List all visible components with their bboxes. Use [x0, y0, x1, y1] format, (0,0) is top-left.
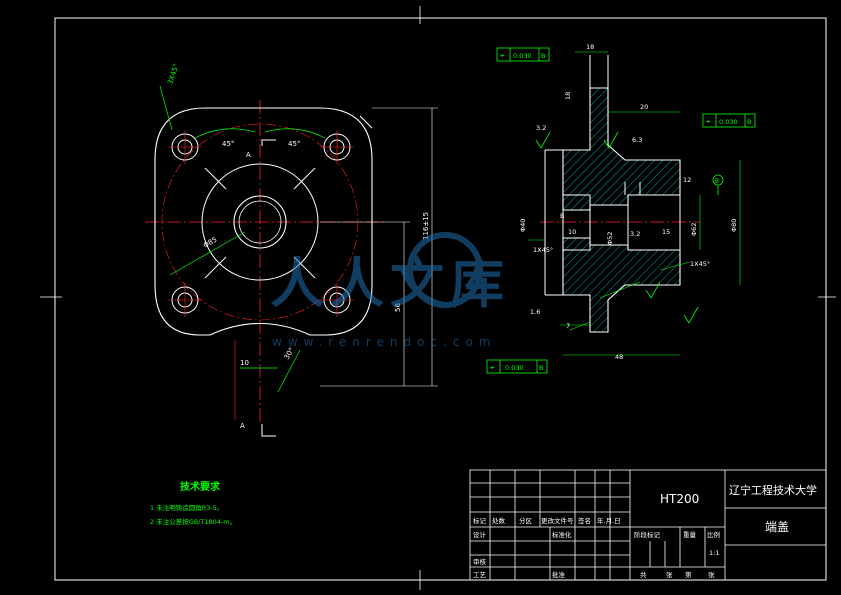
label-sign: 签名	[578, 516, 591, 525]
material: HT200	[660, 492, 699, 506]
label-zone: 分区	[519, 516, 533, 525]
label-doc-no: 更改文件号	[541, 516, 574, 525]
watermark-text: 人人文库	[270, 252, 510, 315]
label-mark: 标记	[473, 516, 487, 525]
label-weight: 重量	[683, 531, 697, 539]
dim-18: 18	[586, 43, 594, 51]
label-page: 第	[685, 570, 692, 579]
label-std: 标准化	[552, 530, 572, 539]
tech-req-item-1: 1 未注明铸造圆角R3-5。	[150, 503, 223, 512]
tol-bottom-letter: B	[539, 364, 543, 372]
dim-15: 15	[662, 228, 670, 236]
dim-phi40: Φ40	[519, 219, 527, 232]
tol-right-sym: ⌖	[706, 117, 711, 126]
centering-marks	[40, 6, 836, 590]
tol-bottom-value: 0.030	[505, 364, 524, 372]
section-view	[486, 47, 756, 374]
front-view	[145, 85, 438, 437]
height-center-label: 56	[394, 303, 402, 312]
section-mark-top: A	[246, 151, 251, 159]
tech-req-title: 技术要求	[180, 480, 221, 493]
section-mark-bottom: A	[240, 422, 245, 430]
width-bottom-label: 10	[240, 359, 249, 367]
watermark-url: www.renrendoc.com	[272, 335, 496, 349]
label-review: 审核	[473, 557, 487, 566]
label-date: 年.月.日	[597, 516, 621, 525]
dim-phi52: Φ52	[606, 232, 614, 245]
label-design: 设计	[473, 530, 487, 539]
title-block	[469, 469, 827, 581]
dim-7: 7	[566, 322, 570, 330]
tol-top-sym: ⌖	[500, 51, 505, 60]
angle-right-label: 45°	[288, 140, 300, 148]
school-name: 辽宁工程技术大学	[729, 483, 817, 497]
rough-2: 6.3	[632, 136, 642, 144]
dim-18b: 18	[564, 92, 572, 100]
rough-3: 1.6	[530, 308, 540, 316]
chamfer-label: 3X45°	[166, 63, 180, 86]
dim-phi80: Φ80	[730, 219, 738, 232]
tol-right-letter: B	[747, 118, 751, 126]
label-process: 工艺	[473, 571, 487, 579]
dim-10: 10	[568, 228, 576, 236]
chamfer-right: 1X45°	[690, 260, 710, 268]
dim-12: 12	[683, 176, 691, 184]
chamfer-left: 1X45°	[533, 246, 553, 254]
height-total-label: 116±15	[422, 212, 430, 240]
label-sheet-2: 张	[708, 570, 715, 579]
tol-right-value: 0.030	[719, 118, 738, 126]
label-stage: 阶段标记	[634, 530, 661, 539]
datum-label: B	[715, 178, 719, 185]
label-count: 处数	[492, 516, 506, 525]
datum-b: B	[560, 212, 564, 220]
dim-48: 48	[615, 353, 623, 361]
tol-bottom-sym: ⌖	[490, 363, 495, 372]
tech-req-item-2: 2 未注公差按GB/T1804-m。	[150, 517, 236, 526]
dim-phi62: Φ62	[690, 223, 698, 236]
part-name: 端盖	[765, 520, 789, 534]
scale-value: 1:1	[709, 549, 719, 557]
rough-1: 3.2	[536, 124, 546, 132]
dim-20: 20	[640, 103, 648, 111]
label-approve: 批准	[552, 570, 566, 579]
sheet-border	[54, 17, 827, 581]
label-total: 共	[640, 570, 647, 579]
tol-top-value: 0.030	[513, 52, 532, 60]
watermark: 人人文库 www.renrendoc.com	[270, 232, 510, 349]
tol-top-letter: B	[541, 52, 545, 60]
rough-4: 3.2	[630, 230, 640, 238]
label-ratio: 比例	[707, 530, 720, 539]
label-sheet-1: 张	[666, 570, 673, 579]
angle-left-label: 45°	[222, 140, 234, 148]
